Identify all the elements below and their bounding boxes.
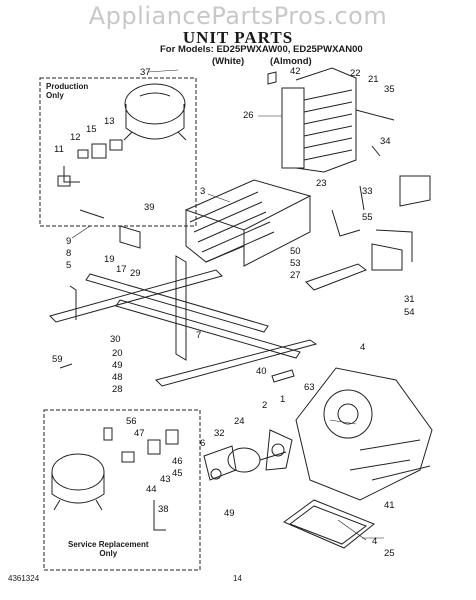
callout: 17 — [116, 264, 127, 275]
small-fan-bracket — [203, 445, 237, 481]
callout: 32 — [214, 428, 225, 439]
callout: 31 — [404, 294, 415, 305]
callout: 13 — [104, 116, 115, 127]
condenser-coil — [267, 67, 357, 173]
variant-white: (White) — [212, 56, 245, 67]
callout: 41 — [384, 500, 395, 511]
models-line: For Models: ED25PWXAW00, ED25PWXAN00 — [160, 44, 363, 55]
callout: 40 — [256, 366, 267, 377]
callout: 19 — [104, 254, 115, 265]
callout: 7 — [196, 330, 201, 341]
callout: 56 — [126, 416, 137, 427]
callout: 28 — [112, 384, 123, 395]
watermark: AppliancePartsPros.com — [88, 2, 388, 30]
production-only-label: Production Only — [46, 82, 88, 100]
relay-parts — [57, 139, 123, 187]
callout: 49 — [224, 508, 235, 519]
callout: 53 — [290, 258, 301, 269]
compressor-production — [123, 83, 187, 141]
callout: 27 — [290, 270, 301, 281]
callout: 15 — [86, 124, 97, 135]
callout: 42 — [290, 66, 301, 77]
drain-pan — [283, 499, 375, 549]
fan-housing — [295, 367, 433, 501]
callout: 44 — [146, 484, 157, 495]
callout: 43 — [160, 474, 171, 485]
callout: 9 — [66, 236, 71, 247]
callout: 12 — [70, 132, 81, 143]
production-only-line-2: Only — [46, 91, 64, 100]
callout: 29 — [130, 268, 141, 279]
callout: 6 — [200, 438, 205, 449]
callout: 5 — [66, 260, 71, 271]
service-relay-parts — [103, 427, 179, 531]
callout: 25 — [384, 548, 395, 559]
callout: 49 — [112, 360, 123, 371]
callout: 1 — [280, 394, 285, 405]
frame-rails — [49, 255, 318, 387]
production-only-line-1: Production — [46, 82, 89, 91]
callout-labels: 37 42 22 21 35 26 13 15 12 11 34 23 33 3… — [52, 66, 415, 559]
doc-number: 4361324 — [8, 574, 40, 583]
callout: 45 — [172, 468, 183, 479]
production-only-box — [39, 77, 197, 227]
callout: 21 — [368, 74, 379, 85]
compressor-service — [51, 453, 105, 511]
callout: 2 — [262, 400, 267, 411]
callout: 34 — [380, 136, 391, 147]
callout: 20 — [112, 348, 123, 359]
callout: 38 — [158, 504, 169, 515]
variant-almond: (Almond) — [270, 56, 312, 67]
callout: 11 — [54, 144, 64, 155]
callout: 47 — [134, 428, 145, 439]
evaporator-coil — [184, 179, 312, 267]
fan-motor — [227, 429, 293, 473]
callout: 59 — [52, 354, 63, 365]
callout: 39 — [144, 202, 155, 213]
callout: 24 — [234, 416, 245, 427]
callout: 37 — [140, 67, 151, 78]
callout: 33 — [362, 186, 373, 197]
service-replacement-line-2: Only — [99, 549, 118, 558]
callout: 46 — [172, 456, 183, 467]
tubes-and-fittings — [59, 109, 431, 383]
callout: 54 — [404, 307, 415, 318]
service-replacement-label: Service Replacement Only — [68, 540, 149, 558]
callout: 3 — [200, 186, 205, 197]
callout: 35 — [384, 84, 395, 95]
callout: 26 — [243, 110, 254, 121]
callout: 63 — [304, 382, 315, 393]
callout: 8 — [66, 248, 71, 259]
leader-lines — [71, 69, 384, 541]
callout: 55 — [362, 212, 373, 223]
callout: 23 — [316, 178, 327, 189]
callout: 22 — [350, 68, 361, 79]
callout: 48 — [112, 372, 123, 383]
service-replacement-box — [43, 409, 201, 571]
service-replacement-line-1: Service Replacement — [68, 540, 149, 549]
callout: 30 — [110, 334, 121, 345]
callout: 50 — [290, 246, 301, 257]
callout: 4 — [372, 536, 377, 547]
callout: 4 — [360, 342, 365, 353]
page-number: 14 — [233, 574, 242, 583]
page-title: UNIT PARTS — [182, 28, 294, 47]
